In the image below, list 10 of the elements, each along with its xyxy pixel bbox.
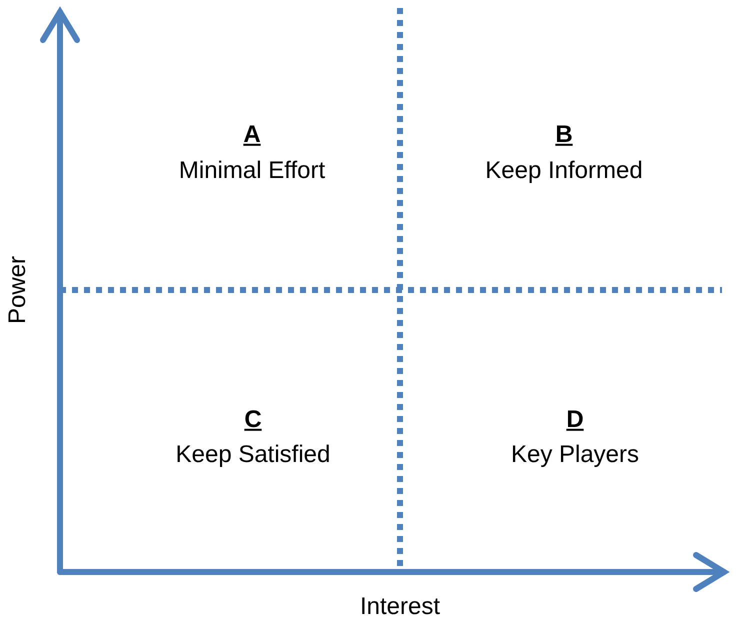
quadrant-letter: D [566,406,584,434]
quadrant-label: Minimal Effort [178,158,326,184]
quadrant-letter: A [243,122,261,148]
quadrant-label: Keep Satisfied [176,442,330,468]
axis-title: Interest [360,594,440,620]
quadrant-label: Keep Informed [485,158,643,184]
axis-title: Power [4,256,32,324]
quadrant-letter: C [244,406,262,434]
quadrant-letter: B [555,122,573,148]
quadrant-label: Key Players [510,442,640,468]
